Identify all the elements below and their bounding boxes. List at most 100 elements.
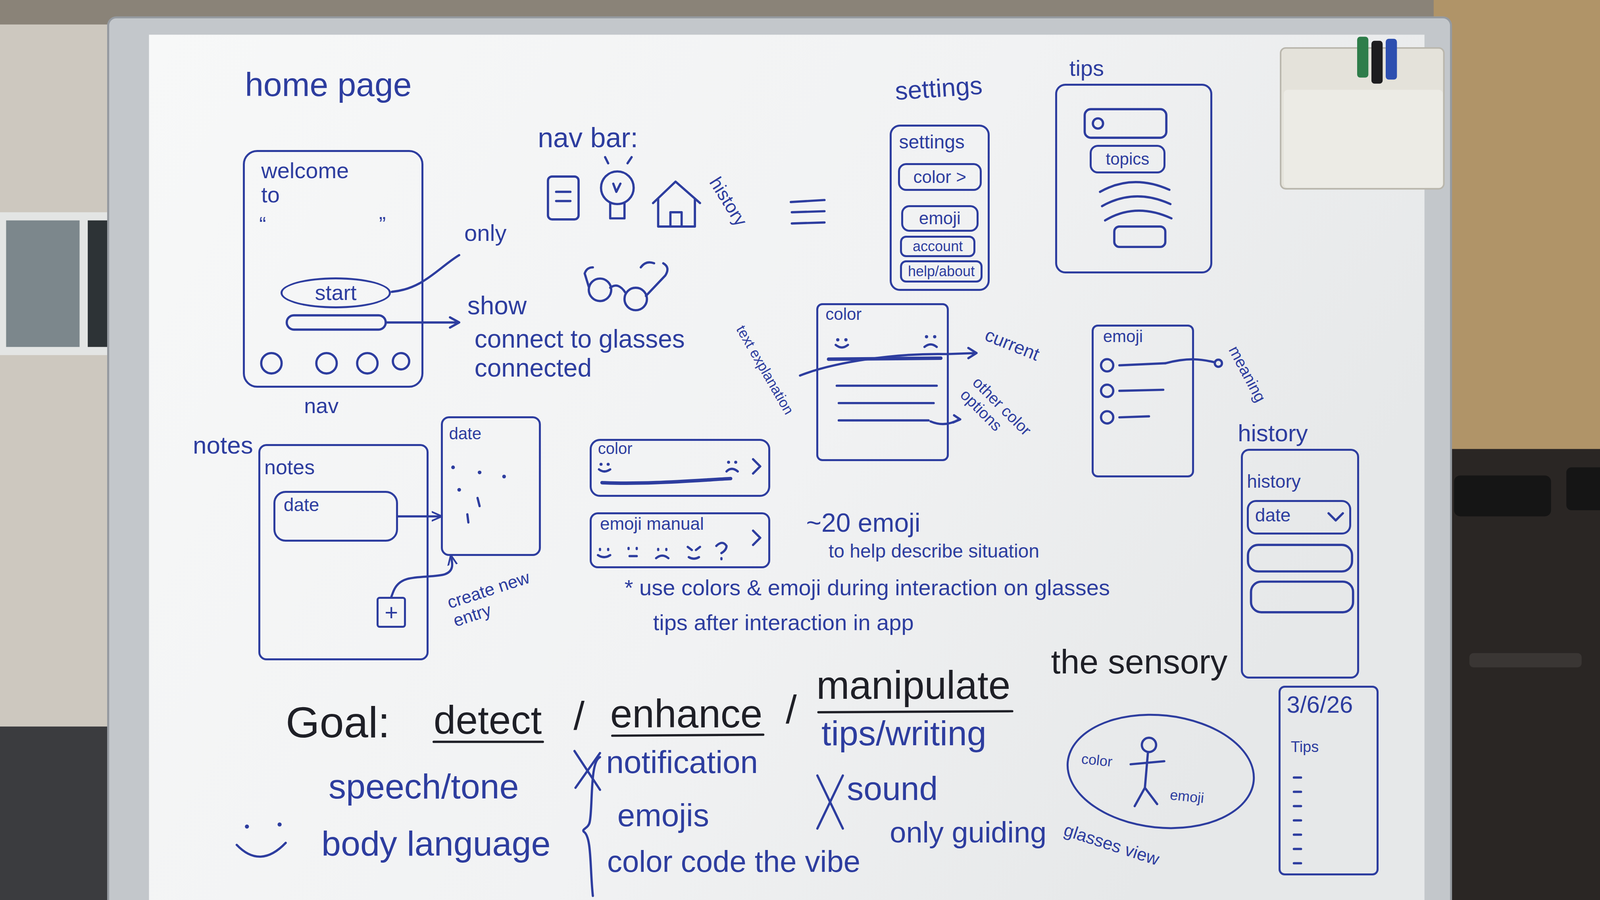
- handwritten-note: nav: [303, 394, 339, 418]
- leader-line: [1165, 359, 1215, 364]
- handwritten-note: text explanation: [733, 322, 797, 418]
- chevron: [753, 459, 761, 474]
- nav-dot: [357, 353, 378, 374]
- handwritten-note: meaning: [1225, 342, 1270, 405]
- dropdown: date: [1246, 500, 1351, 535]
- screen-text: date: [283, 494, 320, 516]
- stick-figure: [1141, 737, 1156, 752]
- phone-screen: historyhistorydate: [1240, 448, 1360, 679]
- menu-button: help/about: [900, 260, 983, 283]
- emoji-face: [598, 548, 611, 558]
- handwritten-note: emojis: [617, 798, 710, 833]
- face-eye: [606, 462, 610, 466]
- pill-button: start: [280, 277, 391, 308]
- list-dash: [1294, 777, 1302, 864]
- leader-end: [1214, 359, 1222, 367]
- marker-tray-front: [1283, 89, 1443, 188]
- entry-card: date: [273, 490, 399, 543]
- face-eye: [844, 338, 848, 342]
- stick-figure: [1130, 751, 1165, 806]
- scribble-dot: [451, 465, 455, 470]
- goal-word: the sensory: [1051, 642, 1228, 681]
- glasses-doodle: [624, 287, 648, 311]
- handwritten-note: tips/writing: [821, 714, 987, 753]
- board-frame: [108, 17, 1452, 900]
- option-line: [836, 385, 937, 421]
- board-surface: [148, 34, 1425, 900]
- window-pane: [5, 220, 80, 347]
- handwritten-note: * use colors & emoji during interaction …: [624, 575, 1110, 600]
- menu-button: account: [900, 235, 976, 258]
- handwritten-note: ~20 emoji: [805, 508, 921, 538]
- tip-card: [1114, 226, 1166, 247]
- connector-label: create new entry: [444, 556, 572, 631]
- goal-heading: Goal:: [285, 698, 391, 747]
- nav-dot: [392, 353, 410, 370]
- screen-text: history: [1246, 471, 1301, 492]
- screen-text: notes: [264, 455, 315, 479]
- handwritten-note: other color options: [956, 373, 1047, 464]
- screen-text: welcome to: [261, 158, 364, 208]
- list-line: [1119, 363, 1166, 418]
- emoji-face: [687, 546, 700, 559]
- list-bullet: [1101, 411, 1114, 424]
- handwritten-note: connect to glasses connected: [474, 324, 705, 383]
- dropdown-chevron: [1328, 513, 1343, 521]
- screen-text: emoji: [1169, 786, 1205, 806]
- list-bullet: [1101, 384, 1114, 397]
- screen-frame: color: [816, 303, 949, 462]
- screen-text: 3/6/26: [1286, 691, 1354, 718]
- underline: [818, 711, 1013, 713]
- face-eye: [836, 338, 840, 342]
- marker: [1385, 38, 1397, 80]
- list-bar: [1251, 581, 1354, 613]
- window-frame: [0, 212, 119, 356]
- handwritten-note: history: [705, 173, 752, 230]
- face-mouth: [726, 469, 738, 472]
- sketch-ink: [236, 109, 1354, 897]
- phone-screen: settingssettingscolor >emojiaccounthelp/…: [889, 124, 990, 291]
- emoji-face: [655, 548, 669, 558]
- handwritten-note: current: [982, 324, 1043, 365]
- screen-text: Tips: [1290, 738, 1319, 756]
- empty-bar: [286, 315, 386, 330]
- nav-dot: [316, 353, 337, 374]
- leader-line: [391, 255, 460, 293]
- connector-arrow: [398, 515, 441, 518]
- screen-text: +: [384, 599, 399, 625]
- cross-out: [817, 775, 843, 829]
- wall-right: [1433, 0, 1600, 480]
- setting-card: emoji manual: [589, 512, 771, 569]
- screen-text: color: [598, 439, 633, 458]
- menu-icon: [790, 200, 825, 224]
- smiley-eye: [244, 824, 249, 829]
- face-eye: [726, 460, 731, 464]
- smiley-eye: [277, 822, 282, 827]
- chair: [1453, 475, 1551, 517]
- smiley-mouth: [236, 842, 286, 857]
- handwritten-note: to help describe situation: [828, 540, 1040, 562]
- chevron: [753, 530, 761, 545]
- chair: [1566, 467, 1600, 511]
- scribble-tick: [467, 498, 480, 523]
- chair-base: [1469, 653, 1582, 668]
- separator: /: [785, 687, 797, 732]
- tip-card-stack: [1100, 182, 1172, 221]
- handwritten-note: sound: [846, 770, 938, 807]
- screen-text: settings: [898, 131, 965, 153]
- cross-out: [574, 751, 600, 791]
- screen-text: date: [448, 424, 482, 443]
- room-dark: [1433, 448, 1600, 900]
- goal-word: manipulate: [816, 663, 1011, 707]
- handwritten-note: color code the vibe: [607, 844, 861, 879]
- face-eye: [925, 334, 929, 339]
- phone-screen: notesnotesdate+: [258, 444, 429, 661]
- screen-heading: tips: [1069, 55, 1104, 81]
- bulb-icon-base: [605, 157, 632, 219]
- screen-heading: notes: [192, 431, 254, 459]
- view-oval: coloremoji: [1060, 704, 1261, 839]
- setting-card: color: [589, 438, 771, 498]
- screen-text: account: [912, 238, 963, 255]
- journal-page: 3/6/26Tips: [1278, 685, 1379, 876]
